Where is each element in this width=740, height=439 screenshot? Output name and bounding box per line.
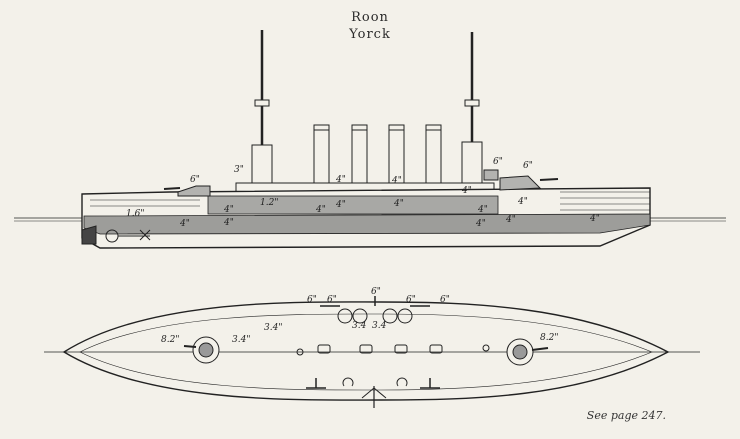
armour-belt — [83, 213, 651, 235]
label-casemate-4: 4" — [393, 199, 404, 209]
label-plan-eight-fwd: 8.2" — [161, 335, 179, 345]
forward-turret — [177, 185, 211, 197]
label-gun-fwd-deck: 6" — [190, 175, 200, 185]
aft-turret — [499, 175, 542, 191]
fore-bridge — [251, 144, 273, 186]
label-plan-three-1: 3.4" — [264, 323, 282, 333]
ship-name-roon: Roon — [351, 10, 389, 25]
plan-view — [44, 296, 700, 408]
label-plan-three-4: 3.4 — [372, 321, 387, 331]
funnel-4 — [425, 124, 442, 188]
label-plan-six-2: 6" — [327, 295, 337, 305]
foremast-top — [254, 99, 270, 107]
profile-view — [14, 30, 726, 249]
label-casemate-1: 4" — [223, 205, 234, 215]
label-casemate-3: 4" — [335, 200, 346, 210]
label-plan-three-3: 3.4 — [352, 321, 367, 331]
funnel-1 — [313, 124, 330, 188]
label-casemate-2: 4" — [315, 205, 326, 215]
casemate-top-2 — [352, 308, 368, 324]
see-page-note: See page 247. — [586, 409, 666, 422]
mainmast-top — [464, 99, 480, 107]
casemate-top-4 — [397, 308, 413, 324]
plan-hull-outline — [62, 301, 670, 401]
label-small-2: 4" — [461, 186, 472, 196]
rudder — [81, 225, 97, 245]
label-stern-belt: 4" — [179, 219, 190, 229]
label-gun-aft-2: 6" — [523, 161, 533, 171]
label-gun-mid-2: 4" — [391, 176, 402, 186]
aft-gun-house — [483, 169, 499, 181]
label-gun-mid-1: 4" — [335, 175, 346, 185]
label-plan-eight-aft: 8.2" — [540, 333, 558, 343]
label-gun-fwd-bridge: 3" — [234, 165, 244, 175]
label-casemate-6: 4" — [517, 197, 528, 207]
label-small-1: 4" — [505, 215, 516, 225]
citadel-armour — [207, 195, 499, 215]
label-belt-mid: 1.2" — [260, 198, 278, 208]
label-plan-six-5: 6" — [440, 295, 450, 305]
plan-labels: 6" 6" 6" 6" 6" 3.4" 3.4" 3.4 3.4 8.2" 8.… — [161, 287, 558, 345]
ship-name-yorck: Yorck — [349, 27, 391, 42]
label-belt-fwd: 1.6" — [126, 209, 144, 219]
casemate-top-3 — [382, 308, 398, 324]
casemate-top-1 — [337, 308, 353, 324]
label-plan-six-3: 6" — [371, 287, 381, 297]
label-gun-aft-1: 6" — [493, 157, 503, 167]
label-plan-six-4: 6" — [406, 295, 416, 305]
label-plan-six-1: 6" — [307, 295, 317, 305]
plan-deck-edge — [79, 313, 653, 391]
label-plan-three-2: 3.4" — [232, 335, 250, 345]
funnel-2 — [351, 124, 368, 188]
aft-bridge — [461, 141, 483, 185]
label-belt-aft: 4" — [475, 219, 486, 229]
label-casemate-5: 4" — [477, 205, 488, 215]
label-bow-belt: 4" — [589, 214, 600, 224]
profile-labels: 6" 3" 6" 6" 1.6" 1.2" 4" 4" 4" 4" 4" 4" … — [126, 157, 600, 229]
label-casemate-7: 4" — [223, 218, 234, 228]
